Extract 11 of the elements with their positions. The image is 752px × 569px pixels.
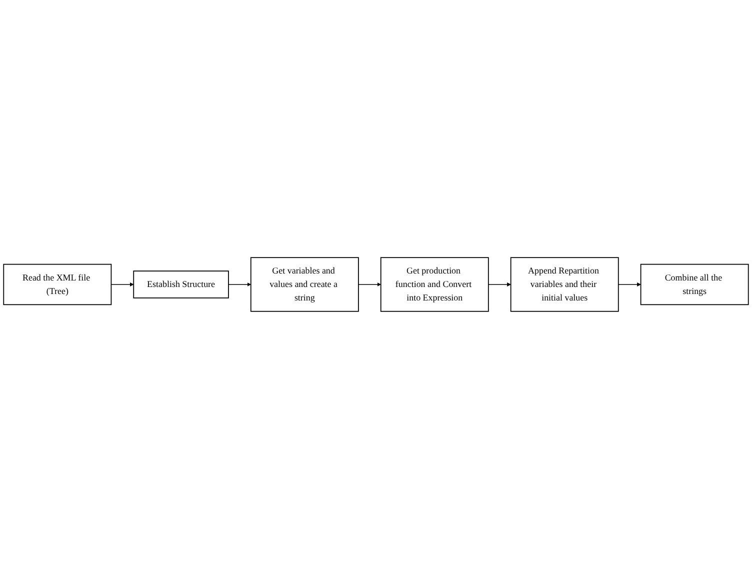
node-box: Get variables and values and create a string: [250, 257, 359, 312]
node-box: Append Repartition variables and their initial values: [510, 257, 619, 312]
node-box: Establish Structure: [133, 270, 229, 298]
arrow: [358, 282, 382, 286]
node-box: Read the XML file (Tree): [3, 264, 112, 306]
node-box: Get production function and Convert into Expression: [380, 257, 489, 312]
arrow: [618, 282, 641, 286]
arrow: [488, 282, 511, 286]
node-box: Combine all the strings: [640, 264, 749, 306]
arrow: [110, 282, 134, 286]
arrow: [228, 282, 252, 286]
